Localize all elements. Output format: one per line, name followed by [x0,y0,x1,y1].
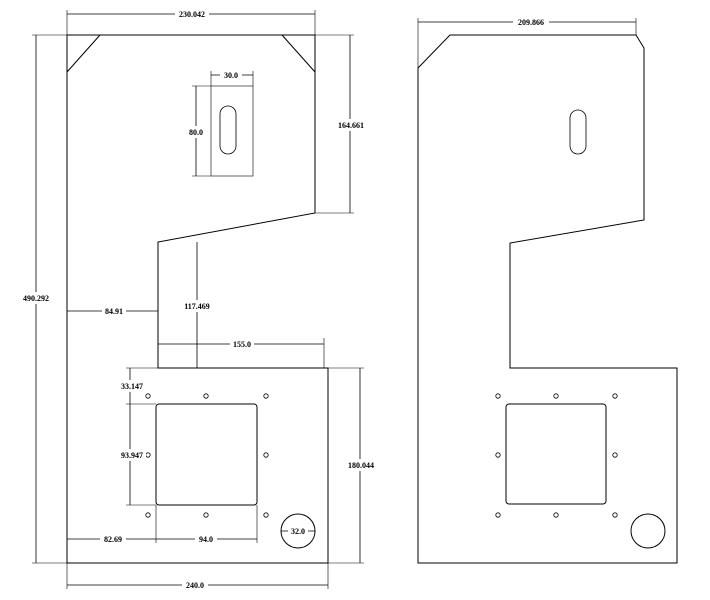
dim-label: 82.69 [104,535,122,544]
mount-hole [495,393,501,399]
mount-hole [263,512,269,518]
right-slot-hole [569,109,587,155]
dim-slot-width: 30.0 [210,69,254,86]
dim-label: 30.0 [224,71,238,80]
right-part-outline [417,34,678,564]
dim-lower-height: 180.044 [328,367,379,564]
dim-total-height: 490.292 [18,34,110,564]
dim-label: 94.0 [199,535,213,544]
dim-label: 155.0 [233,340,251,349]
dim-top-width: 230.042 [66,8,316,35]
left-chamfer-left [66,34,101,73]
dim-step-offset: 84.91 [67,305,158,317]
dim-label: 230.042 [179,10,205,19]
dim-slot-height: 80.0 [185,85,211,177]
dim-label: 117.469 [184,302,210,311]
dim-right-top-width: 209.866 [417,16,637,68]
right-view: 209.866 [417,16,678,564]
dim-circle-diameter: 32.0 [281,525,315,537]
mount-hole [495,452,501,458]
dim-lower-step-width: 155.0 [158,338,325,368]
mount-hole [145,393,151,399]
dim-bottom-width: 240.0 [66,563,329,591]
dim-label: 84.91 [105,307,123,316]
dim-label: 80.0 [189,128,203,137]
slot-hole [219,105,237,155]
left-chamfer-right [281,34,316,73]
mounting-holes [145,393,269,518]
mount-hole [145,512,151,518]
mount-hole [263,452,269,458]
dim-cutout-height: 93.947 [118,404,156,506]
mount-hole [553,393,559,399]
dim-label: 209.866 [518,18,544,27]
mount-hole [495,512,501,518]
dim-label: 33.147 [121,382,143,391]
dim-bottom-chain: 82.69 94.0 [67,505,258,545]
mount-hole [145,452,151,458]
mount-hole [553,512,559,518]
right-mounting-holes [495,393,618,518]
dim-label: 32.0 [291,527,305,536]
slot-boundary [210,85,254,177]
right-square-cutout [505,403,607,505]
dim-neck-height: 117.469 [180,242,214,368]
left-view: 230.042 490.292 164.661 30.0 [18,8,379,591]
dim-label: 164.661 [338,121,364,130]
square-cutout [155,403,258,506]
dim-right-upper-height: 164.661 [315,34,369,214]
mount-hole [203,393,209,399]
mount-hole [612,452,618,458]
dim-label: 240.0 [186,581,204,590]
dim-label: 180.044 [348,461,374,470]
left-part-outline [66,34,329,564]
dim-label: 490.292 [23,294,49,303]
mount-hole [612,393,618,399]
mount-hole [612,512,618,518]
right-large-circle-hole [630,513,666,549]
dim-cutout-top-offset: 33.147 [118,367,158,405]
dim-label: 93.947 [121,451,143,460]
mount-hole [203,512,209,518]
mount-hole [263,393,269,399]
